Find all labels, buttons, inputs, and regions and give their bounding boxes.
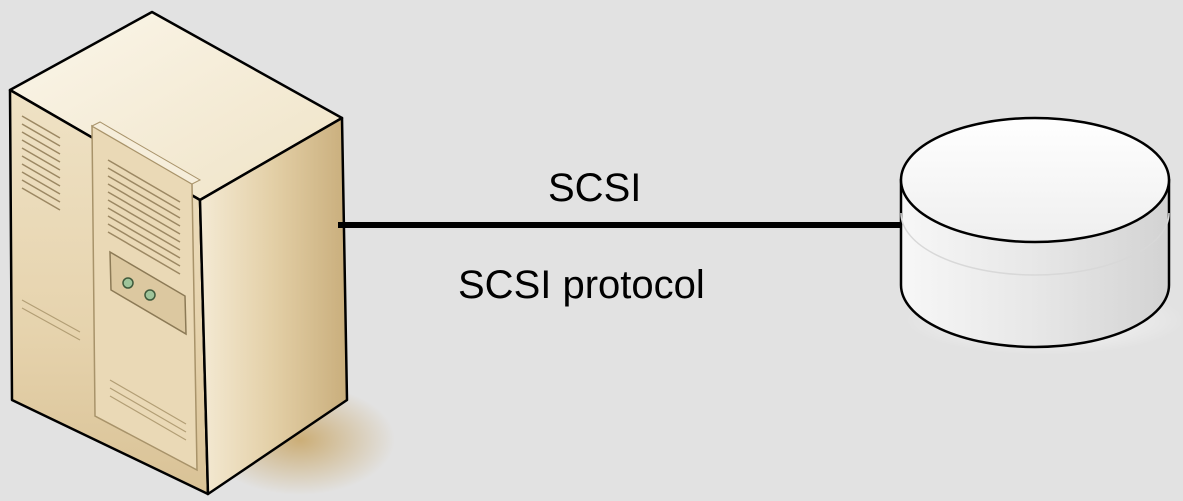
server-tower-icon [8, 10, 395, 496]
connection-bottom-label: SCSI protocol [458, 263, 705, 307]
connection-line [338, 222, 900, 228]
server-node [0, 0, 400, 501]
connection-top-label: SCSI [548, 166, 642, 210]
disk-node [895, 95, 1183, 365]
disk-storage-icon [899, 116, 1183, 355]
